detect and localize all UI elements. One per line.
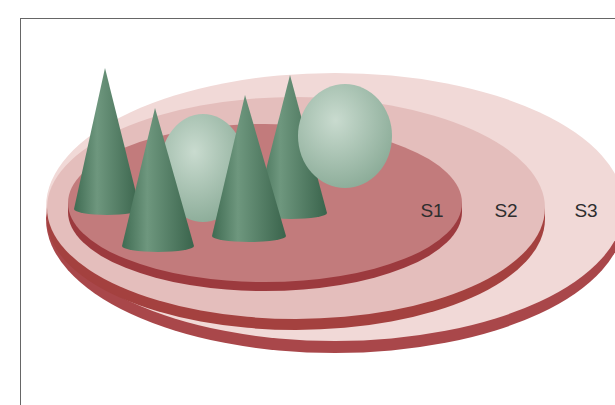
region-label: S2 [494,200,517,221]
region-label-holder: S1 [420,200,443,223]
region-label: S1 [420,200,443,221]
cone [122,108,194,252]
region-label: S3 [574,200,597,221]
cone [212,95,286,242]
region-label-holder: S2 [494,200,517,223]
sphere [298,84,392,188]
region-label-holder: S3 [574,200,597,223]
cone [74,68,140,215]
